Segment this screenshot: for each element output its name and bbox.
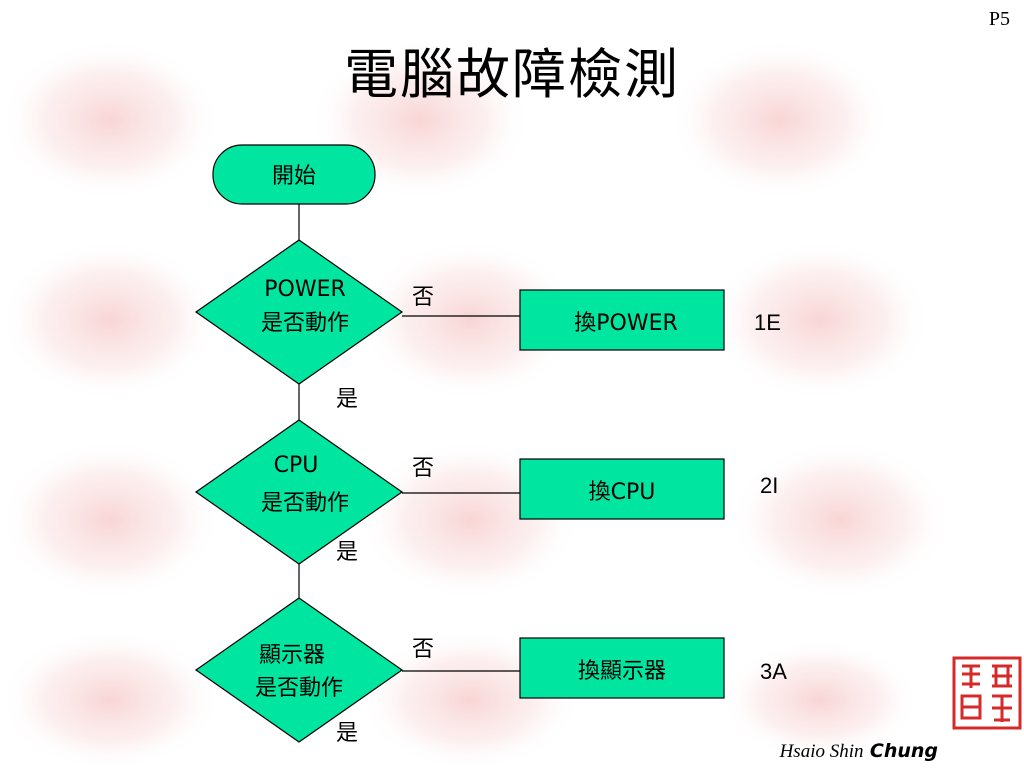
- decision-display-label-line1: 顯示器: [259, 643, 325, 668]
- edge-label-yes-power: 是: [336, 387, 358, 412]
- decision-display: 顯示器 是否動作: [194, 597, 404, 743]
- decision-power-label-line2: 是否動作: [261, 311, 349, 336]
- code-power: 1E: [754, 310, 781, 335]
- page-title: 電腦故障檢測: [344, 43, 680, 106]
- code-cpu: 2I: [760, 473, 778, 498]
- author-signature: Hsaio Shin Chung: [780, 738, 938, 763]
- process-replace-display-label: 換顯示器: [578, 659, 666, 684]
- process-replace-cpu: 換CPU: [519, 458, 725, 520]
- edge-label-no-display: 否: [412, 637, 434, 662]
- process-replace-cpu-label: 換CPU: [589, 480, 656, 505]
- decision-cpu-label-line2: 是否動作: [261, 491, 349, 516]
- seal-stamp-icon: [952, 656, 1022, 730]
- connectors: [298, 204, 520, 672]
- decision-cpu: CPU 是否動作: [194, 419, 404, 565]
- decision-power: POWER 是否動作: [194, 239, 404, 385]
- process-replace-display: 換顯示器: [519, 637, 725, 699]
- signature-last-name: Chung: [869, 740, 938, 762]
- edge-label-no-power: 否: [412, 285, 434, 310]
- decision-power-label-line1: POWER: [264, 277, 346, 302]
- process-replace-power: 換POWER: [519, 289, 725, 351]
- start-node: 開始: [212, 144, 376, 205]
- signature-first-name: Hsaio Shin: [779, 741, 864, 762]
- code-display: 3A: [760, 659, 787, 684]
- edge-label-no-cpu: 否: [412, 456, 434, 481]
- start-node-label: 開始: [272, 164, 316, 189]
- edge-label-yes-cpu: 是: [336, 540, 358, 565]
- decision-cpu-label-line1: CPU: [274, 453, 319, 478]
- process-replace-power-label: 換POWER: [574, 311, 678, 336]
- page-number: P5: [988, 8, 1010, 30]
- edge-label-yes-display: 是: [336, 721, 358, 746]
- decision-display-label-line2: 是否動作: [255, 676, 343, 701]
